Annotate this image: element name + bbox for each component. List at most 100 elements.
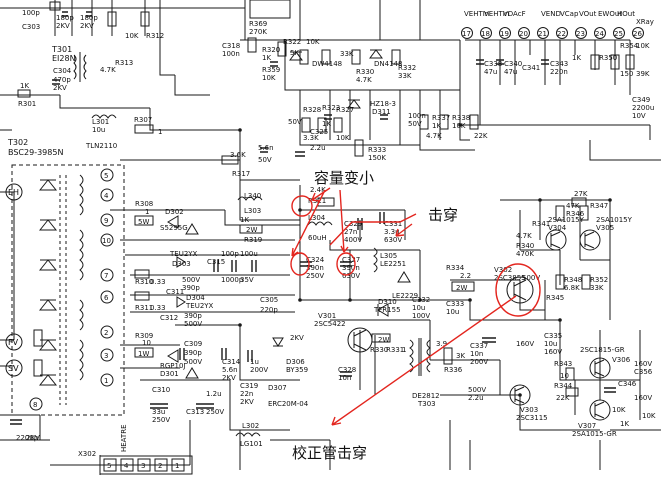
pin-number: 17 [462,30,471,38]
label: LE2229 [392,292,418,300]
pin-number: 5 [104,172,108,180]
label: V303 [520,406,538,414]
label: 2KV [53,84,67,92]
label: 1K [620,420,629,428]
label: 150K [368,154,386,162]
pin-number: 8 [33,401,37,409]
annotation-arrow [331,295,517,426]
label: 10n [338,374,351,382]
resistor-symbol [247,37,257,53]
label: R319 [244,236,262,244]
label: R352 [590,276,608,284]
label: DN4148 [374,60,402,68]
resistor-symbol [134,215,154,226]
label: D311 [372,108,391,116]
connector-x302: 5 4 3 2 1 X302 HEATRE [78,425,193,475]
label: R337 [432,114,450,122]
label: D304 [186,294,205,302]
diode-symbol [38,339,58,351]
tag-fv: FV [8,338,19,347]
label: 47K [566,202,580,210]
pin-net-name: VEHTIn [464,10,489,18]
ic-body [249,0,291,19]
top-left-section: 100p C303 180p 2KV 180p 2KV 4.7K 10K R31… [17,1,164,108]
resistor-symbol [451,281,475,292]
annotation-circle [291,195,313,217]
label: 10u [92,126,105,134]
capacitor-symbol [270,61,388,157]
label: 2KV [26,434,40,442]
label: D303 [172,260,191,268]
label: C318 [222,42,240,50]
label: 1u [250,358,259,366]
capacitor-symbol [213,260,257,272]
transistor-v305-symbol [579,229,601,251]
label: D307 [268,384,287,392]
annotation-circle [495,263,541,317]
label: R331 [386,346,404,354]
label: 2SA1015Y [548,216,585,224]
transistor-v304-symbol [545,229,567,251]
diode-symbol [272,337,284,347]
label: 250V [152,416,170,424]
label: 160V [634,360,652,368]
resistor-symbol [317,197,335,207]
label: TLN2110 [85,142,117,150]
label: R327 [336,106,354,114]
label: 2KV [222,374,236,382]
diode-symbol [369,49,383,59]
red-annotations: 容量变小 击穿 校正管击穿 [290,169,541,462]
resistor-symbol [571,197,587,207]
label: 50V [258,156,272,164]
label: 10n [470,350,483,358]
label: R301 [18,100,36,108]
label: 200V [470,358,488,366]
label: R309 [135,332,153,340]
label: 1 [402,346,406,354]
label: 500V [522,274,540,282]
label: 100u [240,250,258,258]
label: 2.4K [310,186,326,194]
label: R345 [546,294,564,302]
label: 27K [574,190,588,198]
pin-number: 5 [107,462,111,470]
pin-number: 19 [500,30,509,38]
label: C305 [260,296,278,304]
label: 3.3u [384,228,400,236]
label: 10u [544,340,557,348]
label: 0.33 [150,278,166,286]
capacitor-symbol [300,261,352,267]
resistor-symbol [555,205,565,221]
label: 390p [184,312,202,320]
label: C311 [166,288,184,296]
capacitor-symbol [62,11,92,17]
pin-net-name: VEND [541,10,561,18]
label: 10K [452,122,466,130]
resistor-symbol [140,11,150,27]
label: 150 [620,70,633,78]
pin-number: 25 [614,30,623,38]
label: 4.7K [100,66,116,74]
annotation-correction-transistor-breakdown: 校正管击穿 [292,444,367,462]
pin-number: 24 [595,30,604,38]
label: R332 [398,64,416,72]
label: 2200u [632,104,654,112]
label: 50V [408,120,422,128]
label: 10K [642,412,656,420]
label: 10K [612,406,626,414]
resistor-symbol [134,291,150,301]
pin-number: 4 [124,462,129,470]
label: 500V [468,386,486,394]
resistor-symbol [565,367,575,381]
pin-net-name: VCap [560,10,579,18]
label: 390n [306,264,324,272]
label: 50V [288,118,302,126]
resistor-symbol [579,205,589,221]
label: 5.6n [258,144,274,152]
label: 2.2 [460,272,471,280]
label: 1K [432,122,441,130]
label: 60uH [308,234,327,242]
label: 1K [572,54,581,62]
label: X302 [78,450,96,458]
